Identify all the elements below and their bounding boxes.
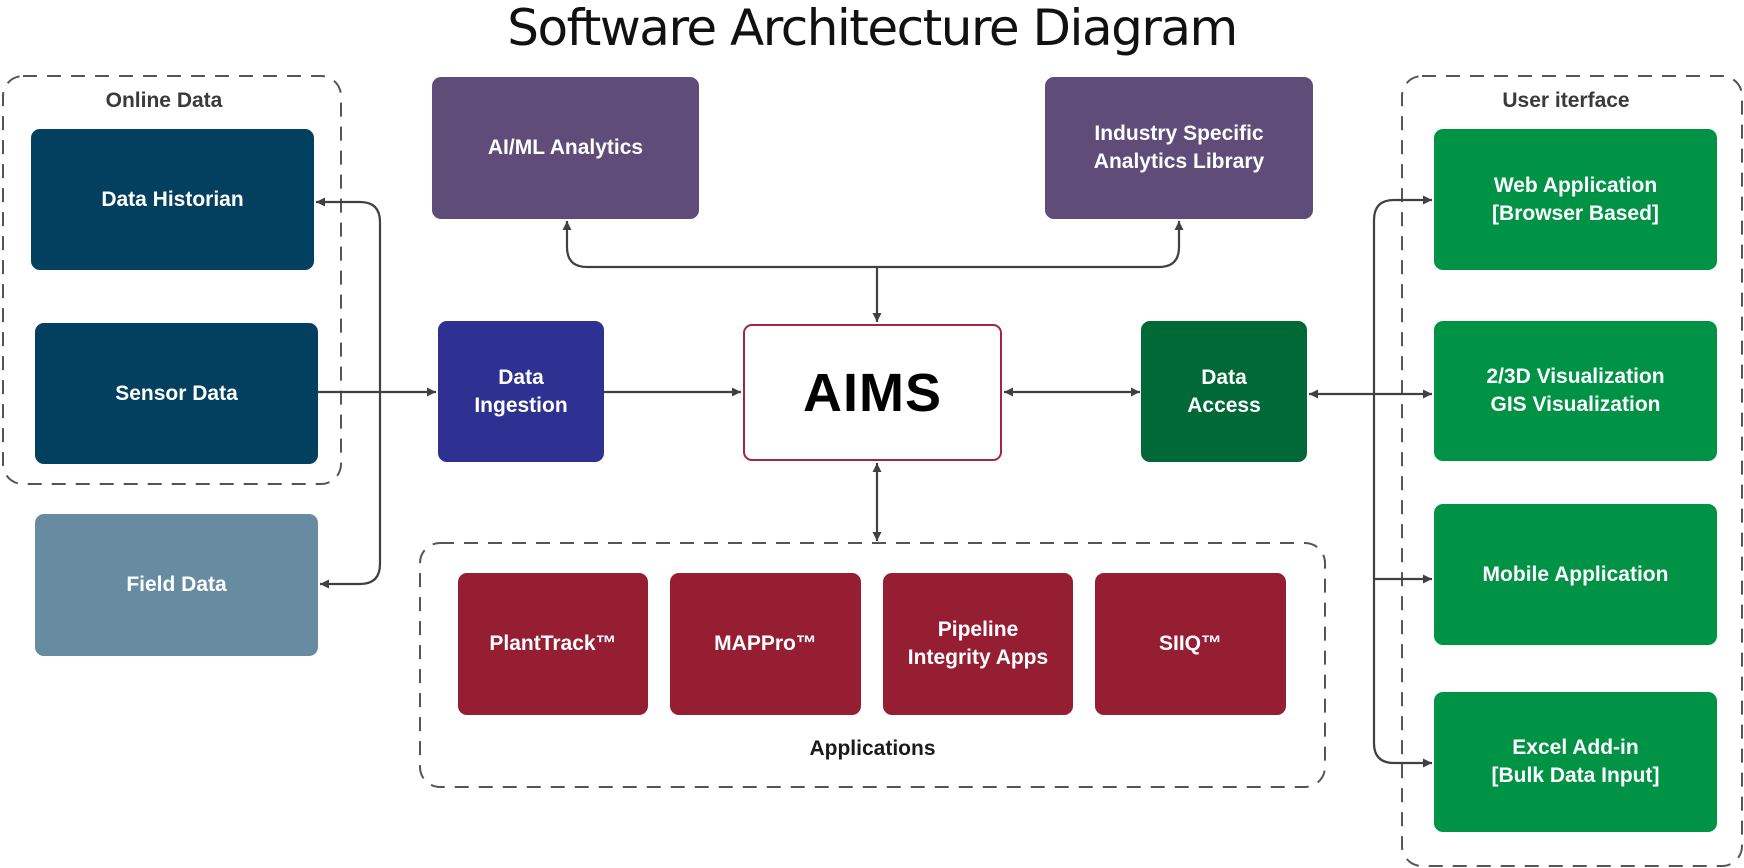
connector-industry: [877, 221, 1184, 269]
data-ingestion-node[interactable]: Data Ingestion: [438, 321, 604, 462]
excel-addin-node[interactable]: Excel Add-in [Bulk Data Input]: [1434, 692, 1717, 832]
ai-ml-analytics-node[interactable]: AI/ML Analytics: [432, 77, 699, 219]
mappro-node[interactable]: MAPPro™: [670, 573, 861, 715]
diagram-title: Software Architecture Diagram: [507, 0, 1238, 57]
sensor-data-node[interactable]: Sensor Data: [35, 323, 318, 464]
mobile-application-node[interactable]: Mobile Application: [1434, 504, 1717, 645]
applications-group: [419, 542, 1326, 788]
data-access-node[interactable]: Data Access: [1141, 321, 1307, 462]
connector-aiml: [562, 221, 877, 269]
web-application-node[interactable]: Web Application [Browser Based]: [1434, 129, 1717, 270]
siiq-node[interactable]: SIIQ™: [1095, 573, 1286, 715]
connector-historian-field: [316, 197, 382, 589]
user-interface-label: User iterface: [1502, 89, 1630, 112]
aims-core-node[interactable]: AIMS: [743, 324, 1002, 461]
online-data-group: [2, 75, 342, 485]
user-interface-group: [1401, 75, 1743, 867]
applications-label: Applications: [809, 737, 936, 760]
field-data-node[interactable]: Field Data: [35, 514, 318, 656]
data-historian-node[interactable]: Data Historian: [31, 129, 314, 270]
industry-analytics-library-node[interactable]: Industry Specific Analytics Library: [1045, 77, 1313, 219]
visualization-node[interactable]: 2/3D Visualization GIS Visualization: [1434, 321, 1717, 461]
connector-ui-trunk: [1372, 195, 1432, 768]
planttrack-node[interactable]: PlantTrack™: [458, 573, 648, 715]
online-data-label: Online Data: [105, 89, 223, 112]
pipeline-integrity-apps-node[interactable]: Pipeline Integrity Apps: [883, 573, 1073, 715]
